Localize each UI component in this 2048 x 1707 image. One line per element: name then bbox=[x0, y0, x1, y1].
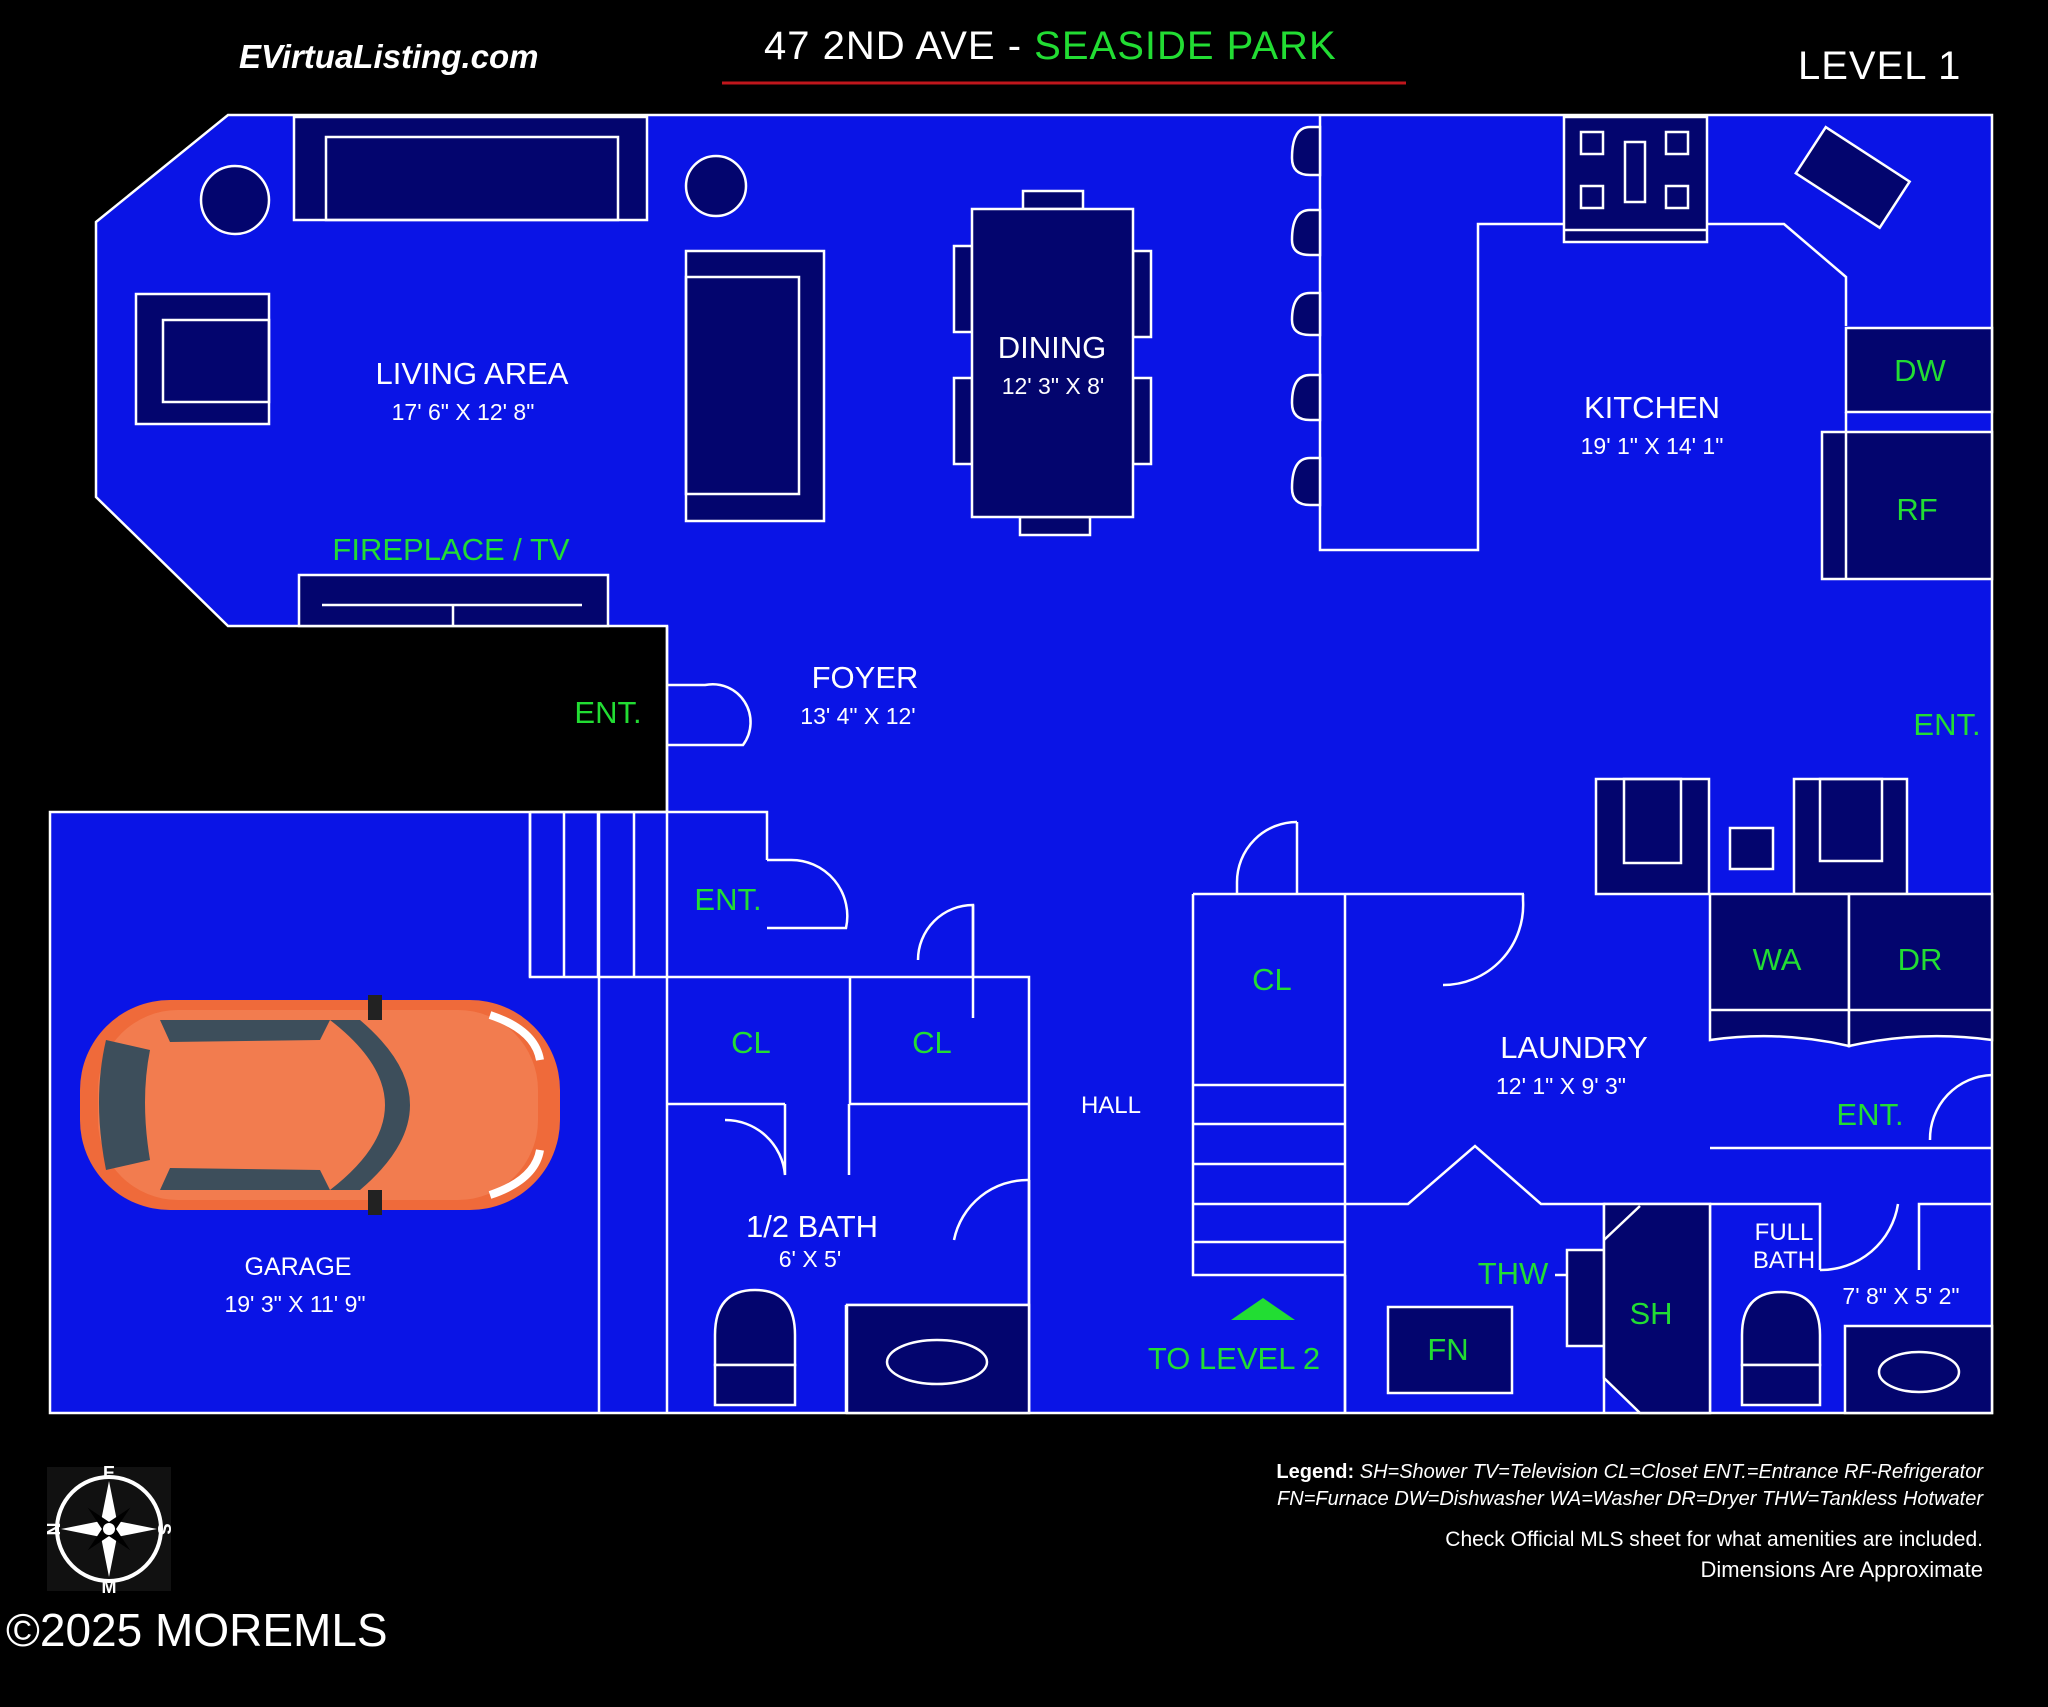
foyer-name: FOYER bbox=[812, 660, 919, 695]
address-text: 47 2ND AVE bbox=[764, 24, 996, 68]
washer-label: WA bbox=[1753, 942, 1802, 977]
up-arrow-icon bbox=[1231, 1298, 1295, 1320]
dining-name: DINING bbox=[998, 330, 1107, 365]
refrigerator bbox=[1820, 430, 1994, 581]
living-area-name: LIVING AREA bbox=[376, 356, 569, 391]
closet-1-label: CL bbox=[731, 1025, 771, 1060]
tankless-label: THW bbox=[1478, 1256, 1549, 1291]
cooktop bbox=[1562, 115, 1709, 244]
compass-s-label: M bbox=[102, 1577, 117, 1597]
dishwasher bbox=[1844, 326, 1994, 414]
fireplace-label: FIREPLACE / TV bbox=[332, 532, 569, 567]
tankless-heater bbox=[1565, 1248, 1606, 1348]
stairs-garage bbox=[528, 812, 636, 977]
side-table-right bbox=[684, 154, 748, 218]
sofa bbox=[292, 115, 649, 222]
car-icon bbox=[80, 995, 560, 1215]
toilet-full-bath bbox=[1740, 1290, 1822, 1367]
legend-text-1: SH=Shower TV=Television CL=Closet ENT.=E… bbox=[1354, 1461, 1983, 1483]
dryer bbox=[1847, 892, 1994, 1048]
bar-stools bbox=[1290, 125, 1322, 507]
fixture-labels: FIREPLACE / TV ENT. ENT. ENT. ENT. CL CL… bbox=[332, 353, 1980, 1376]
mls-note: Check Official MLS sheet for what amenit… bbox=[1445, 1528, 1983, 1551]
full-bath-dims: 7' 8" X 5' 2" bbox=[1842, 1283, 1959, 1309]
copyright-text: ©2025 MOREMLS bbox=[6, 1604, 388, 1656]
refrigerator-label: RF bbox=[1896, 492, 1937, 527]
dining-dims: 12' 3" X 8' bbox=[1002, 373, 1105, 399]
closet-3-label: CL bbox=[1252, 962, 1292, 997]
full-bath-fixtures bbox=[1740, 1290, 1994, 1415]
to-level-2-label: TO LEVEL 2 bbox=[1148, 1341, 1320, 1376]
half-bath-name: 1/2 BATH bbox=[746, 1209, 878, 1244]
laundry-dims: 12' 1" X 9' 3" bbox=[1496, 1073, 1626, 1099]
dishwasher-label: DW bbox=[1894, 353, 1946, 388]
entrance-garage-label: ENT. bbox=[694, 882, 761, 917]
side-table-left bbox=[199, 164, 271, 236]
closet-2-label: CL bbox=[912, 1025, 952, 1060]
laundry-fixtures bbox=[1386, 777, 1994, 1395]
entrance-east-label: ENT. bbox=[1913, 707, 1980, 742]
dimensions-note: Dimensions Are Approximate bbox=[1700, 1557, 1983, 1582]
kitchen-name: KITCHEN bbox=[1584, 390, 1720, 425]
compass-rose-icon: E S M N bbox=[44, 1463, 174, 1597]
sink-angled bbox=[1794, 125, 1912, 230]
town-text: SEASIDE PARK bbox=[1034, 24, 1337, 68]
full-bath-name-line1: FULL bbox=[1755, 1219, 1814, 1246]
title-separator: - bbox=[995, 24, 1035, 68]
room-labels: LIVING AREA 17' 6" X 12' 8" DINING 12' 3… bbox=[224, 330, 1959, 1317]
garage-name: GARAGE bbox=[245, 1253, 352, 1281]
entrance-foyer-label: ENT. bbox=[574, 695, 641, 730]
furnace bbox=[1386, 1305, 1514, 1395]
foyer-dims: 13' 4" X 12' bbox=[800, 703, 915, 729]
shower bbox=[1602, 1202, 1712, 1415]
legend-line-2: FN=Furnace DW=Dishwasher WA=Washer DR=Dr… bbox=[1277, 1488, 1983, 1510]
living-furniture bbox=[134, 115, 826, 628]
shower-label: SH bbox=[1629, 1296, 1672, 1331]
entrance-laundry-label: ENT. bbox=[1836, 1097, 1903, 1132]
stairs-level2 bbox=[1193, 1083, 1345, 1244]
hall-label: HALL bbox=[1081, 1092, 1141, 1119]
garage-dims: 19' 3" X 11' 9" bbox=[224, 1291, 365, 1317]
level-label: LEVEL 1 bbox=[1798, 44, 1962, 88]
kitchen-dims: 19' 1" X 14' 1" bbox=[1581, 433, 1724, 459]
loveseat bbox=[684, 249, 826, 523]
doors bbox=[667, 683, 1993, 1272]
compass-n-label: E bbox=[103, 1463, 115, 1483]
armchair bbox=[134, 292, 271, 426]
dryer-label: DR bbox=[1898, 942, 1943, 977]
living-area-dims: 17' 6" X 12' 8" bbox=[392, 399, 535, 425]
legend-line-1: Legend: SH=Shower TV=Television CL=Close… bbox=[1276, 1461, 1983, 1484]
legend-title: Legend: bbox=[1276, 1461, 1355, 1483]
compass-e-label: S bbox=[154, 1523, 174, 1535]
dining-table bbox=[952, 189, 1153, 537]
plan-title: 47 2ND AVE - SEASIDE PARK bbox=[764, 24, 1337, 69]
full-bath-name-line2: BATH bbox=[1753, 1247, 1815, 1274]
kitchen-fixtures bbox=[1562, 115, 1994, 581]
laundry-name: LAUNDRY bbox=[1500, 1030, 1648, 1065]
site-logo-text: EVirtuaListing.com bbox=[239, 38, 539, 75]
toilet-half-bath bbox=[713, 1288, 797, 1367]
half-bath-fixtures bbox=[713, 1288, 1031, 1415]
compass-w-label: N bbox=[44, 1523, 64, 1536]
furnace-label: FN bbox=[1427, 1332, 1468, 1367]
half-bath-dims: 6' X 5' bbox=[779, 1246, 842, 1272]
